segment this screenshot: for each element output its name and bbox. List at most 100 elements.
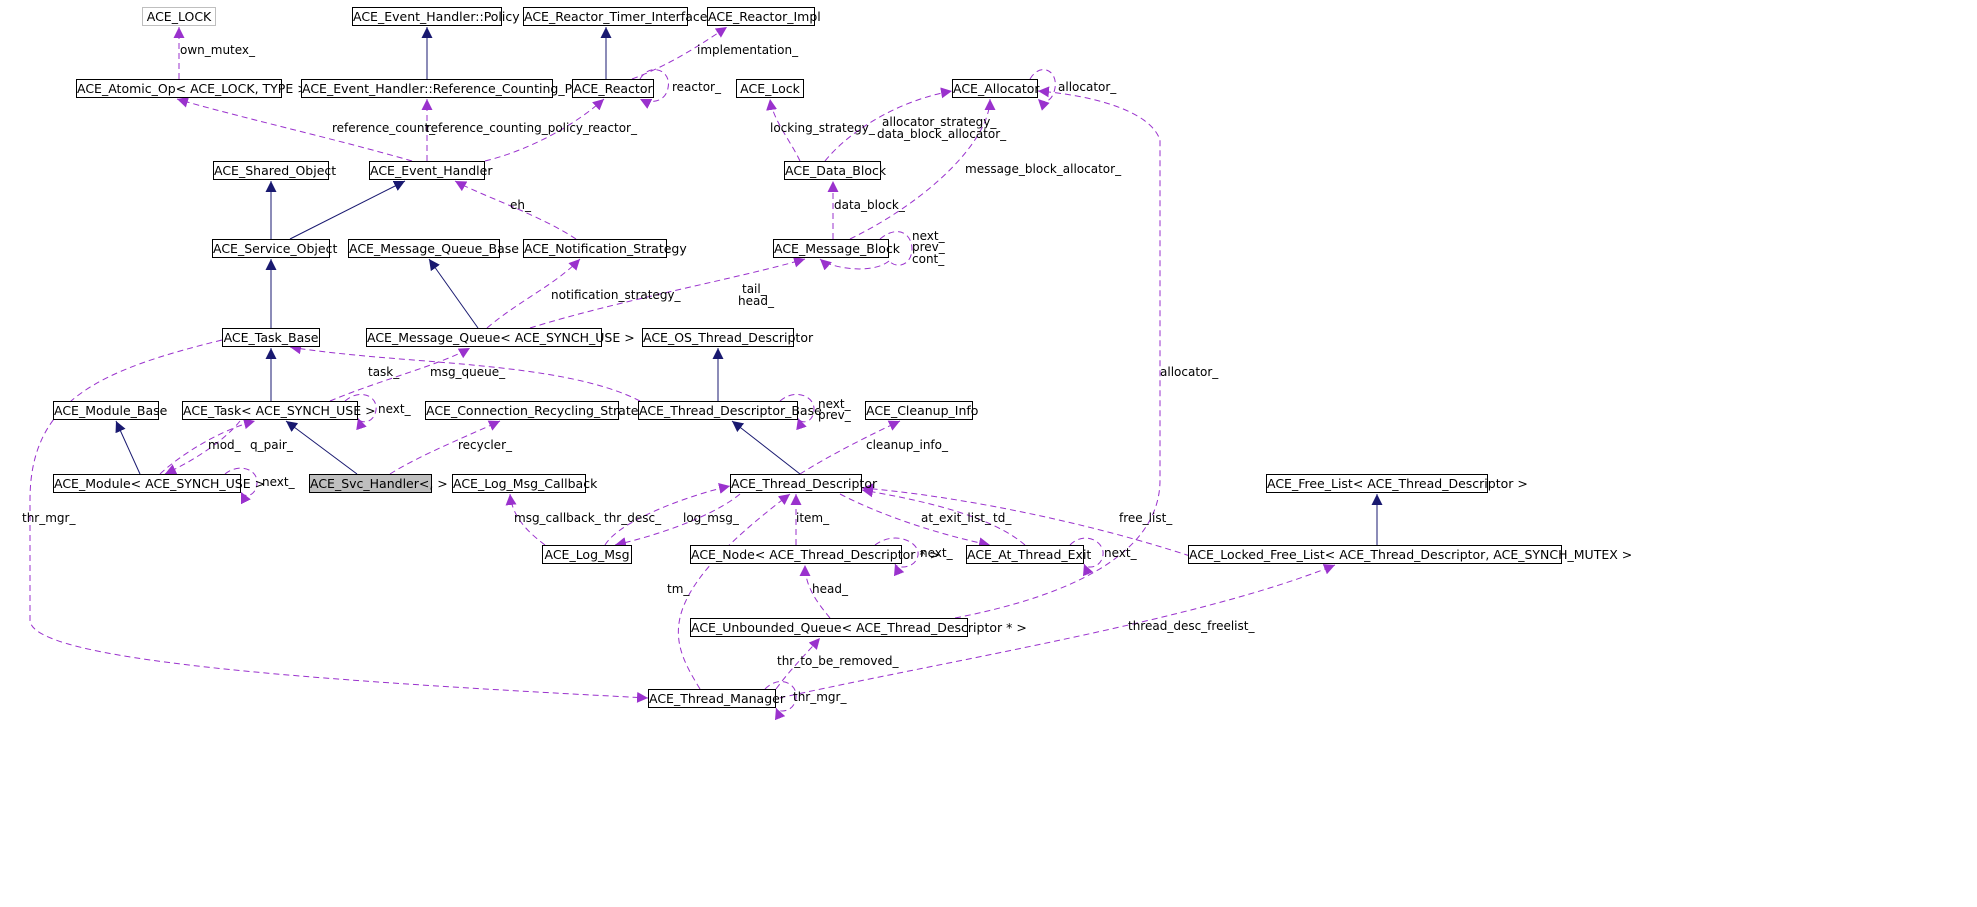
edge-q-pair bbox=[164, 420, 241, 475]
edge-label-next-node: next_ bbox=[920, 546, 953, 560]
edge-next-mod bbox=[224, 467, 258, 505]
node-task-base[interactable]: ACE_Task_Base bbox=[222, 328, 320, 347]
node-reactor[interactable]: ACE_Reactor bbox=[572, 79, 654, 98]
edge-label-thr-to-be-removed: thr_to_be_removed_ bbox=[777, 654, 899, 668]
edge-notif-strategy bbox=[486, 258, 581, 329]
edge-label-next-mod: next_ bbox=[262, 475, 295, 489]
edge-label-cont-mb: cont_ bbox=[912, 252, 945, 266]
edge-reactor-evh bbox=[484, 98, 605, 162]
node-cleanup-info[interactable]: ACE_Cleanup_Info bbox=[865, 401, 979, 420]
node-reactor-timer-interface[interactable]: ACE_Reactor_Timer_Interface bbox=[523, 7, 708, 26]
edge-label-next-tdb: next_ bbox=[818, 397, 851, 411]
node-log-msg-callback[interactable]: ACE_Log_Msg_Callback bbox=[452, 474, 598, 493]
edge-label-data-block-allocator: data_block_allocator_ bbox=[877, 127, 1007, 141]
node-ace-lock-class[interactable]: ACE_Lock bbox=[736, 79, 804, 98]
node-atomic-op[interactable]: ACE_Atomic_Op< ACE_LOCK, TYPE > bbox=[76, 79, 308, 98]
edge-msg-queue bbox=[329, 347, 471, 402]
edge-label-thread-desc-freelist: thread_desc_freelist_ bbox=[1128, 619, 1255, 633]
edge-at-exit-list bbox=[839, 493, 991, 549]
node-message-queue-base[interactable]: ACE_Message_Queue_Base bbox=[348, 239, 519, 258]
node-reference-counting-policy[interactable]: ACE_Event_Handler::Reference_Counting_Po… bbox=[301, 79, 601, 98]
edge-label-locking-strategy: locking_strategy_ bbox=[770, 121, 875, 135]
edge-label-reference-count: reference_count_ bbox=[332, 121, 436, 135]
node-event-handler[interactable]: ACE_Event_Handler bbox=[369, 161, 493, 180]
edge-label-allocator-strategy: allocator_strategy_ bbox=[882, 115, 997, 129]
edge-label-log-msg: log_msg_ bbox=[683, 511, 739, 525]
node-thread-descriptor-base[interactable]: ACE_Thread_Descriptor_Base bbox=[638, 401, 822, 420]
edge-mod bbox=[159, 418, 256, 475]
edge-modbase-module bbox=[115, 420, 141, 475]
node-thread-manager[interactable]: ACE_Thread_Manager bbox=[648, 689, 785, 708]
edge-label-cleanup-info: cleanup_info_ bbox=[866, 438, 949, 452]
edge-label-own-mutex: own_mutex_ bbox=[180, 43, 256, 57]
edge-thr-mgr-self bbox=[764, 681, 797, 721]
edge-label-allocator-self: allocator_ bbox=[1058, 80, 1117, 94]
edge-node-self bbox=[874, 537, 919, 577]
node-module[interactable]: ACE_Module< ACE_SYNCH_USE > bbox=[53, 474, 266, 493]
node-service-object[interactable]: ACE_Service_Object bbox=[212, 239, 338, 258]
edge-tdb-self bbox=[779, 393, 815, 431]
edge-label-notification-strategy: notification_strategy_ bbox=[551, 288, 681, 302]
node-data-block[interactable]: ACE_Data_Block bbox=[784, 161, 887, 180]
node-ace-node[interactable]: ACE_Node< ACE_Thread_Descriptor * > bbox=[690, 545, 941, 564]
edge-reactor-self bbox=[639, 69, 669, 109]
edge-label-prev-mb: prev_ bbox=[912, 240, 945, 254]
node-connection-recycling-strategy[interactable]: ACE_Connection_Recycling_Strategy bbox=[425, 401, 654, 420]
edge-label-reactor-evh: reactor_ bbox=[588, 121, 637, 135]
node-locked-free-list[interactable]: ACE_Locked_Free_List< ACE_Thread_Descrip… bbox=[1188, 545, 1633, 564]
edge-thr-desc bbox=[604, 483, 731, 546]
edge-label-recycler: recycler_ bbox=[458, 438, 512, 452]
edge-label-tail: tail_ bbox=[742, 282, 767, 296]
edge-thread-desc-freelist bbox=[769, 564, 1336, 701]
node-thread-descriptor[interactable]: ACE_Thread_Descriptor bbox=[730, 474, 878, 493]
edge-tdb-td bbox=[731, 420, 801, 475]
node-reactor-impl[interactable]: ACE_Reactor_Impl bbox=[707, 7, 821, 26]
edge-label-msg-callback: msg_callback_ bbox=[514, 511, 601, 525]
node-unbounded-queue[interactable]: ACE_Unbounded_Queue< ACE_Thread_Descript… bbox=[690, 618, 1027, 637]
edge-cleanup-info bbox=[799, 420, 901, 475]
node-log-msg[interactable]: ACE_Log_Msg bbox=[542, 545, 632, 564]
edge-label-free-list: free_list_ bbox=[1119, 511, 1173, 525]
edge-label-next-ate: next_ bbox=[1104, 546, 1137, 560]
edge-head-uq bbox=[799, 564, 831, 619]
edge-eh bbox=[454, 180, 577, 240]
node-free-list[interactable]: ACE_Free_List< ACE_Thread_Descriptor > bbox=[1266, 474, 1528, 493]
node-at-thread-exit[interactable]: ACE_At_Thread_Exit bbox=[966, 545, 1092, 564]
node-event-handler-policy[interactable]: ACE_Event_Handler::Policy bbox=[352, 7, 520, 26]
node-svc-handler[interactable]: ACE_Svc_Handler<, > bbox=[309, 474, 448, 493]
edge-allocator-self bbox=[1029, 69, 1056, 111]
edge-label-task: task_ bbox=[368, 365, 400, 379]
edge-label-message-block-allocator: message_block_allocator_ bbox=[965, 162, 1122, 176]
edge-ate-self bbox=[1069, 537, 1104, 577]
edge-tm bbox=[677, 493, 791, 690]
node-notification-strategy[interactable]: ACE_Notification_Strategy bbox=[523, 239, 687, 258]
edge-td bbox=[861, 486, 1026, 546]
edge-label-allocator-td: allocator_ bbox=[1160, 365, 1219, 379]
edge-label-q-pair: q_pair_ bbox=[250, 438, 293, 452]
edge-label-item: item_ bbox=[796, 511, 830, 525]
edge-label-msg-queue: msg_queue_ bbox=[430, 365, 506, 379]
edge-label-head-mq: head_ bbox=[738, 294, 774, 308]
edge-label-at-exit-list: at_exit_list_ bbox=[921, 511, 991, 525]
node-ace-lock[interactable]: ACE_LOCK bbox=[142, 7, 216, 26]
edge-recycler bbox=[389, 420, 501, 475]
node-message-block[interactable]: ACE_Message_Block bbox=[773, 239, 901, 258]
edge-label-mod: mod_ bbox=[208, 438, 241, 452]
edge-label-head-uq: head_ bbox=[812, 582, 848, 596]
edge-label-prev-tdb: prev_ bbox=[818, 408, 851, 422]
node-module-base[interactable]: ACE_Module_Base bbox=[53, 401, 168, 420]
node-task[interactable]: ACE_Task< ACE_SYNCH_USE > bbox=[182, 401, 376, 420]
edge-label-next-mb: next_ bbox=[912, 229, 945, 243]
edge-mb-self bbox=[820, 231, 913, 269]
edge-allocator-td bbox=[954, 86, 1161, 619]
edge-alloc-strategy bbox=[824, 87, 953, 162]
edge-locking bbox=[766, 98, 801, 162]
node-os-thread-descriptor[interactable]: ACE_OS_Thread_Descriptor bbox=[642, 328, 814, 347]
edge-msg-callback bbox=[505, 493, 546, 546]
node-shared-object[interactable]: ACE_Shared_Object bbox=[213, 161, 337, 180]
node-message-queue[interactable]: ACE_Message_Queue< ACE_SYNCH_USE > bbox=[366, 328, 635, 347]
edge-mb-alloc bbox=[849, 98, 996, 240]
node-allocator[interactable]: ACE_Allocator bbox=[952, 79, 1040, 98]
